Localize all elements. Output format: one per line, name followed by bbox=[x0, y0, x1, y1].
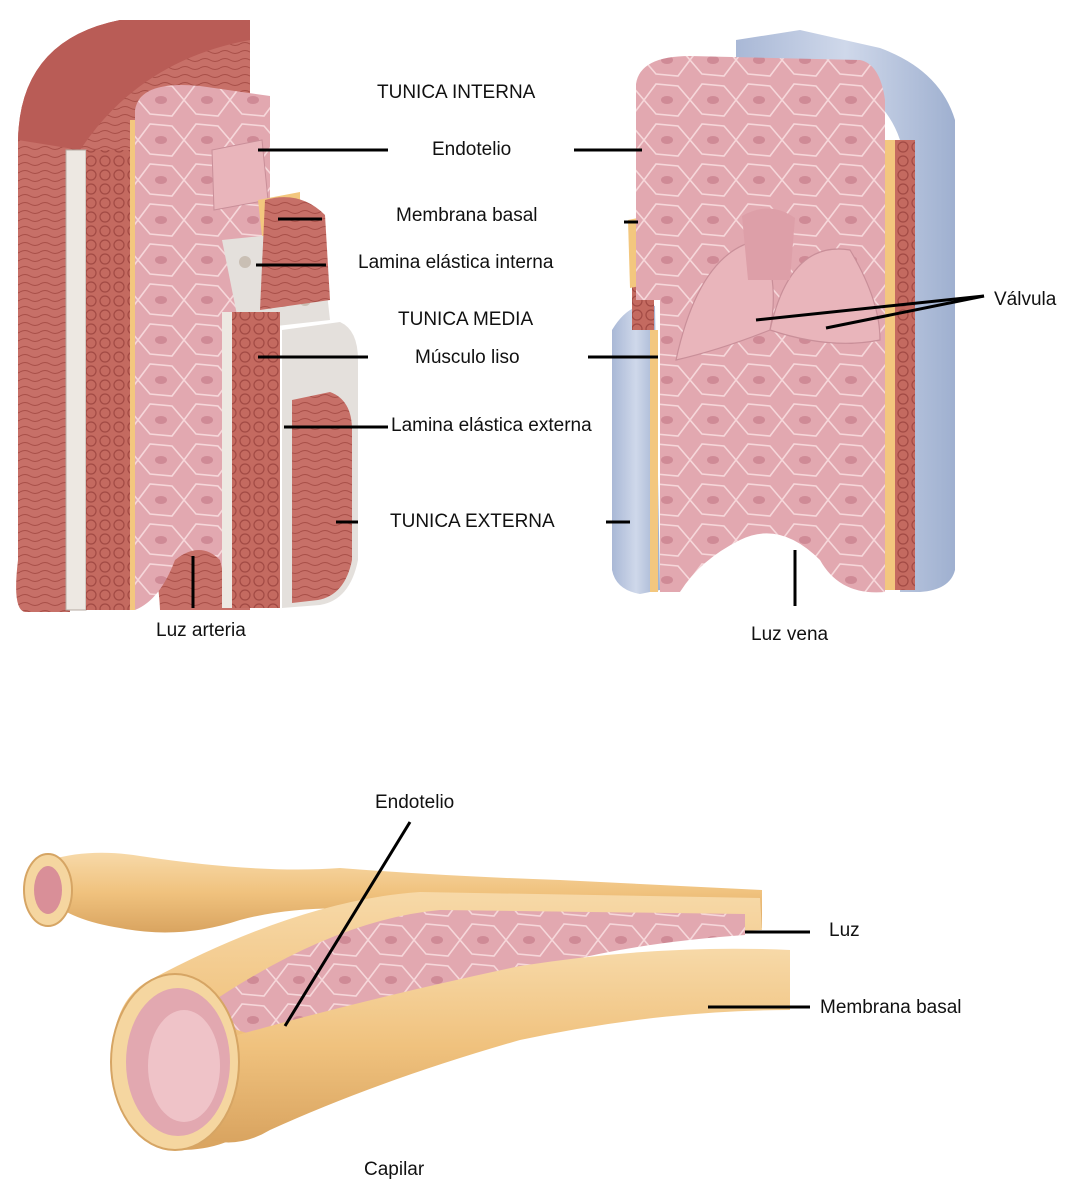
label-lamina-interna: Lamina elástica interna bbox=[358, 253, 553, 272]
label-cap-endotelio: Endotelio bbox=[375, 793, 454, 812]
label-tunica-interna: TUNICA INTERNA bbox=[377, 83, 535, 102]
label-endotelio: Endotelio bbox=[432, 140, 511, 159]
label-musculo-liso: Músculo liso bbox=[415, 348, 520, 367]
label-valvula: Válvula bbox=[994, 290, 1056, 309]
label-capilar: Capilar bbox=[364, 1160, 424, 1179]
artery-illustration bbox=[16, 20, 358, 612]
label-lamina-externa: Lamina elástica externa bbox=[391, 416, 592, 435]
label-membrana-basal: Membrana basal bbox=[396, 206, 538, 225]
label-tunica-externa: TUNICA EXTERNA bbox=[390, 512, 555, 531]
label-cap-luz: Luz bbox=[829, 921, 860, 940]
capillary-illustration bbox=[24, 853, 790, 1150]
label-cap-membrana-basal: Membrana basal bbox=[820, 998, 962, 1017]
label-luz-vena: Luz vena bbox=[751, 625, 828, 644]
label-tunica-media: TUNICA MEDIA bbox=[398, 310, 533, 329]
label-luz-arteria: Luz arteria bbox=[156, 621, 246, 640]
